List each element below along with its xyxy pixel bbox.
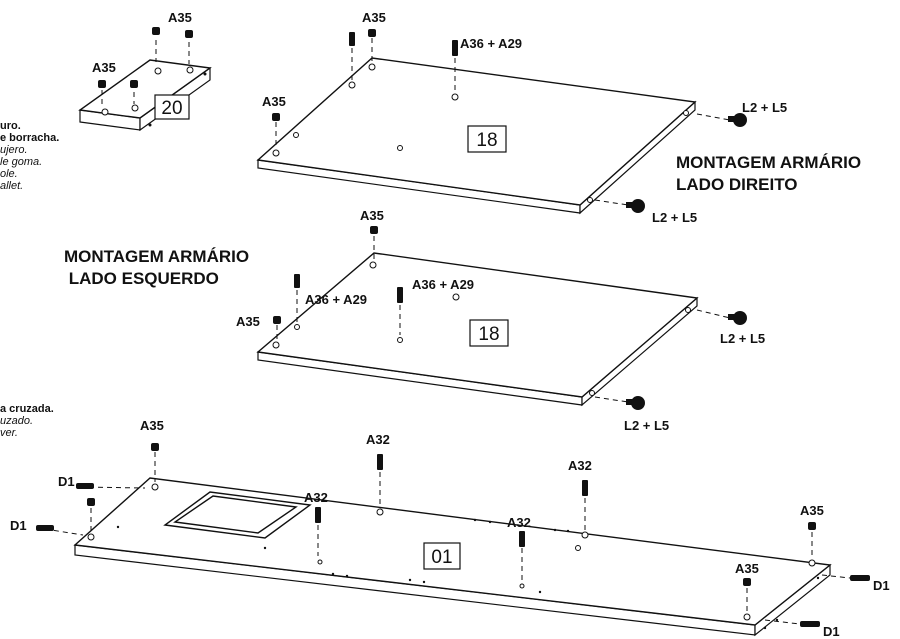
part-label-a35: A35 (168, 10, 192, 25)
panel-number-box (467, 125, 507, 153)
part-labels: A35 A35 A35 A36 + A29 A35 L2 + L5 L2 + L… (10, 10, 890, 639)
panel-18-mid: 18 (256, 252, 699, 407)
note-line: uro. (0, 120, 21, 132)
note-line: le goma. (0, 156, 42, 168)
bottom-notes: a cruzada. uzado. ver. (0, 403, 54, 439)
part-label-a32: A32 (304, 490, 328, 505)
part-label-a35: A35 (735, 561, 759, 576)
part-label-a32: A32 (366, 432, 390, 447)
guide-lines (44, 38, 851, 625)
part-label-a35: A35 (360, 208, 384, 223)
note-line: uzado. (0, 415, 33, 427)
part-label-d1: D1 (58, 474, 75, 489)
part-label-a32: A32 (568, 458, 592, 473)
part-label-l2-l5: L2 + L5 (624, 418, 669, 433)
part-label-a35: A35 (236, 314, 260, 329)
panel-number: 18 (478, 324, 499, 345)
part-label-l2-l5: L2 + L5 (742, 100, 787, 115)
part-label-d1: D1 (823, 624, 840, 639)
panel-number: 18 (476, 130, 497, 151)
part-label-d1: D1 (873, 578, 890, 593)
part-label-a36-a29: A36 + A29 (305, 292, 367, 307)
part-label-l2-l5: L2 + L5 (652, 210, 697, 225)
section-title: LADO DIREITO (676, 175, 798, 194)
part-label-a32: A32 (507, 515, 531, 530)
panel-18-top: 18 (256, 57, 697, 215)
note-line: e borracha. (0, 132, 59, 144)
part-label-d1: D1 (10, 518, 27, 533)
title-right: MONTAGEM ARMÁRIO LADO DIREITO (676, 153, 861, 194)
panel-number: 20 (161, 98, 182, 119)
part-label-a35: A35 (262, 94, 286, 109)
note-line: ver. (0, 427, 18, 439)
note-line: a cruzada. (0, 403, 54, 415)
panel-number: 01 (431, 547, 452, 568)
dowel-icon (294, 32, 588, 547)
note-line: allet. (0, 180, 23, 192)
section-title: LADO ESQUERDO (64, 269, 219, 288)
cam-pin-icon (87, 27, 816, 586)
panel-01: 01 (73, 477, 832, 637)
section-title: MONTAGEM ARMÁRIO (64, 247, 249, 266)
panel-number-box (423, 542, 461, 570)
part-label-a35: A35 (140, 418, 164, 433)
note-line: ole. (0, 168, 18, 180)
section-title: MONTAGEM ARMÁRIO (676, 153, 861, 172)
top-notes: uro. e borracha. ujero. le goma. ole. al… (0, 120, 59, 192)
part-label-a35: A35 (800, 503, 824, 518)
cam-lock-icon (626, 113, 747, 410)
part-label-l2-l5: L2 + L5 (720, 331, 765, 346)
part-label-a35: A35 (362, 10, 386, 25)
part-label-a36-a29: A36 + A29 (460, 36, 522, 51)
note-line: ujero. (0, 144, 28, 156)
part-label-a36-a29: A36 + A29 (412, 277, 474, 292)
panel-20: 20 (78, 59, 212, 132)
panel-number-box (469, 319, 509, 347)
dowel-icon (36, 483, 870, 627)
part-label-a35: A35 (92, 60, 116, 75)
title-left: MONTAGEM ARMÁRIO LADO ESQUERDO (64, 247, 249, 288)
panel-number-box (154, 94, 190, 120)
